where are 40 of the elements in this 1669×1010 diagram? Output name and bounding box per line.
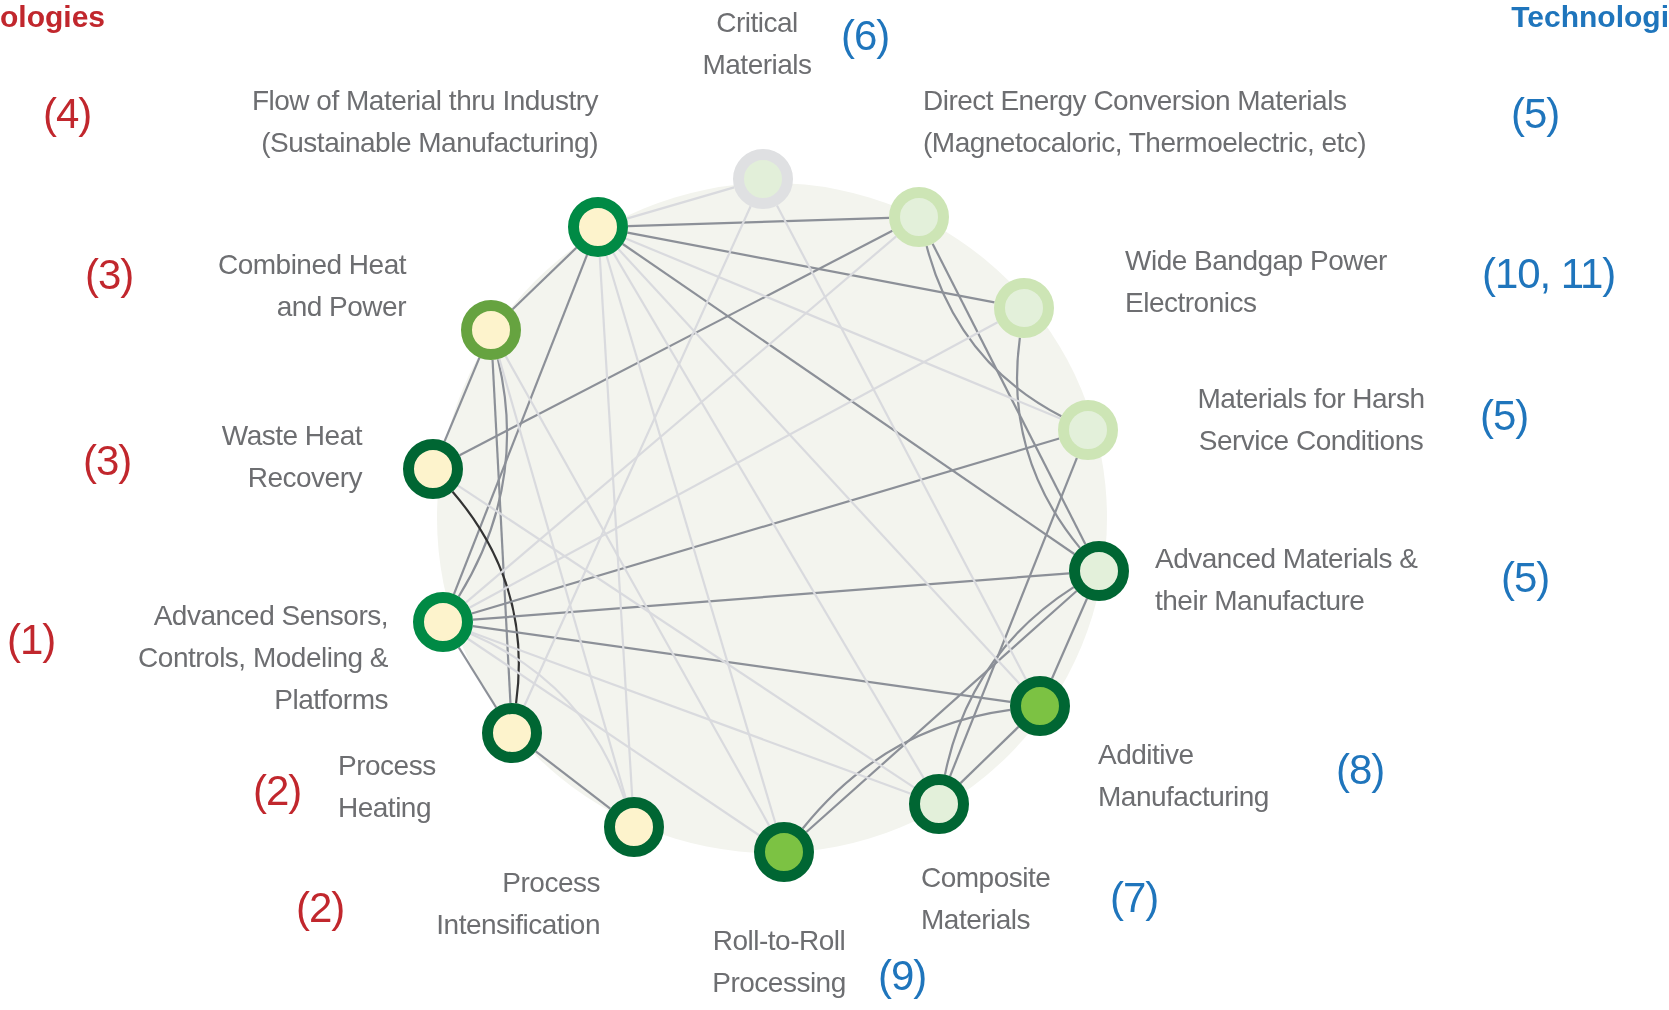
reference-number: (6) [841,11,890,61]
partial-heading: Technologi [1511,0,1669,34]
reference-number: (1) [7,615,56,665]
reference-number: (8) [1336,745,1385,795]
connector-line [627,216,890,228]
topic-label: Wide Bandgap Power Electronics [1125,244,1388,320]
topic-label: Roll-to-Roll Processing [711,924,847,1000]
topic-label: Combined Heat and Power [216,248,406,324]
reference-number: (3) [83,436,132,486]
connector-line [472,625,1011,703]
reference-number: (5) [1501,553,1550,603]
reference-number: (2) [296,883,345,933]
topic-label: Composite Materials [921,861,1052,937]
reference-number: (7) [1110,873,1159,923]
reference-number: (10, 11) [1482,249,1616,299]
connector-line [626,186,735,220]
connector-line [472,572,1070,621]
reference-number: (5) [1511,89,1560,139]
topic-label: Advanced Sensors, Controls, Modeling & Platforms [137,599,388,717]
connector-line [598,256,634,798]
topic-label: Flow of Material thru Industry (Sustainable Manufacturing) [250,84,598,160]
reference-number: (4) [43,89,92,139]
topic-label: Process Intensification [435,866,600,942]
topic-label: Critical Materials [701,6,813,82]
connector-line [605,255,777,824]
topic-label: Waste Heat Recovery [220,419,362,495]
topic-label: Materials for Harsh Service Conditions [1196,382,1426,458]
topic-label: Additive Manufacturing [1098,738,1270,814]
connector-line [471,437,1060,615]
connector-line [491,359,512,704]
connector-line [627,231,995,304]
topic-label: Advanced Materials & their Manufacture [1155,542,1419,618]
topic-label: Direct Energy Conversion Materials (Magnetocaloric, Thermoelectric, etc) [923,84,1368,160]
reference-number: (9) [878,951,927,1001]
connector-line [498,358,627,799]
reference-number: (2) [253,766,302,816]
reference-number: (3) [85,250,134,300]
partial-heading: ologies [0,0,105,34]
reference-number: (5) [1480,391,1529,441]
topic-label: Process Heating [338,749,437,825]
